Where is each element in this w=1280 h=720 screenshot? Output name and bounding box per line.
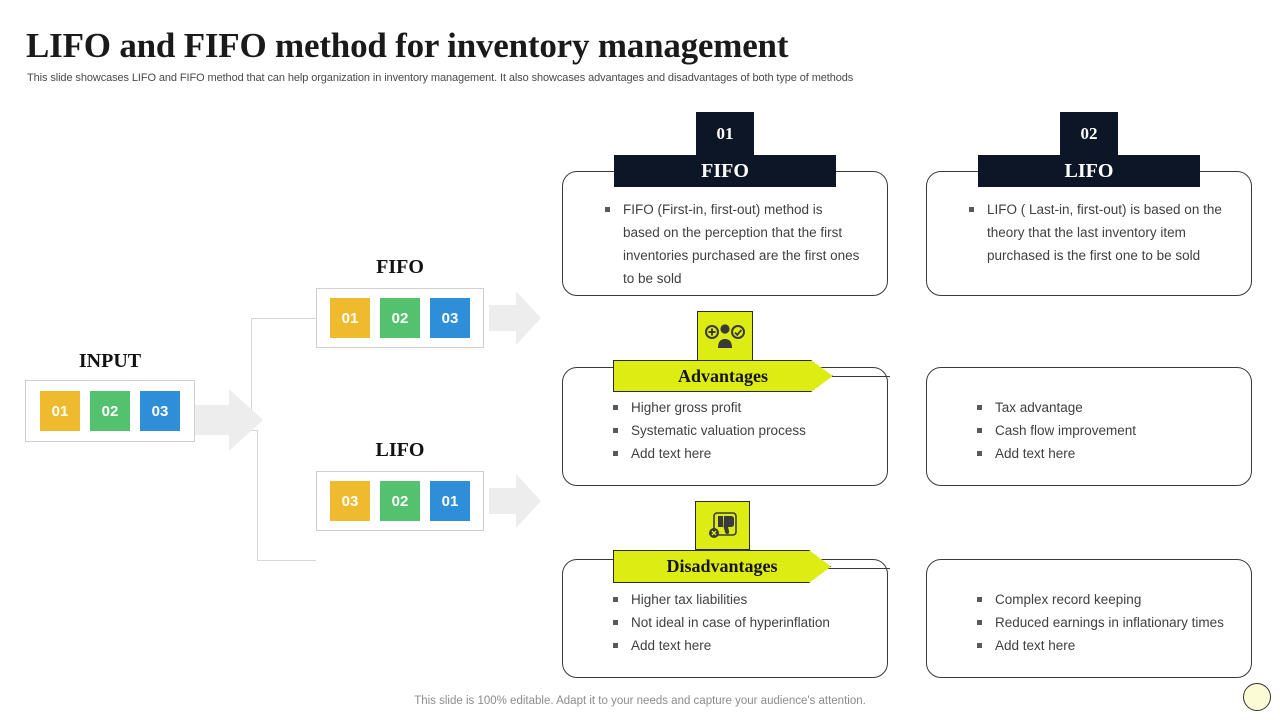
tile-fifo-2: 03 [430, 298, 470, 338]
thumbs-down-icon [708, 511, 737, 538]
fifo-definition-text: FIFO (First-in, first-out) method is bas… [603, 198, 863, 290]
connector-input-fifo-top [251, 318, 316, 319]
list-item: Cash flow improvement [975, 419, 1233, 442]
advantages-banner: Advantages [613, 360, 833, 392]
disadvantages-lifo-card: Complex record keeping Reduced earnings … [926, 559, 1252, 678]
tile-input-1: 02 [90, 391, 130, 431]
lifo-tile-box: 03 02 01 [316, 471, 484, 531]
disadvantages-fifo-list: Higher tax liabilities Not ideal in case… [563, 560, 887, 657]
list-item: Not ideal in case of hyperinflation [611, 611, 869, 634]
connector-input-lifo-bottom [257, 560, 316, 561]
person-plus-check-icon [705, 324, 745, 348]
list-item: Add text here [975, 634, 1233, 657]
input-tile-box: 01 02 03 [25, 380, 195, 442]
tile-input-2: 03 [140, 391, 180, 431]
lifo-name-bar: LIFO [978, 155, 1200, 187]
input-label: INPUT [78, 350, 142, 372]
input-output-arrow-icon [193, 389, 263, 451]
connector-input-fifo-vertical [251, 318, 252, 411]
advantages-lifo-list: Tax advantage Cash flow improvement Add … [927, 368, 1251, 465]
lifo-definition-text: LIFO ( Last-in, first-out) is based on t… [967, 198, 1227, 267]
fifo-output-arrow-icon [489, 291, 541, 345]
tile-lifo-1: 02 [380, 481, 420, 521]
list-item: Tax advantage [975, 396, 1233, 419]
fifo-definition-body: FIFO (First-in, first-out) method is bas… [563, 172, 887, 308]
lifo-definition-body: LIFO ( Last-in, first-out) is based on t… [927, 172, 1251, 285]
advantages-icon-tile [697, 311, 753, 361]
footer-note: This slide is 100% editable. Adapt it to… [414, 695, 866, 707]
disadvantages-banner-stub [822, 568, 890, 569]
tile-fifo-1: 02 [380, 298, 420, 338]
lifo-number-badge: 02 [1060, 112, 1118, 156]
corner-decoration-circle [1243, 683, 1271, 711]
tile-lifo-2: 01 [430, 481, 470, 521]
fifo-name-bar: FIFO [614, 155, 836, 187]
list-item: Higher tax liabilities [611, 588, 869, 611]
page-subtitle: This slide showcases LIFO and FIFO metho… [27, 72, 854, 84]
list-item: Systematic valuation process [611, 419, 869, 442]
disadvantages-lifo-list: Complex record keeping Reduced earnings … [927, 560, 1251, 657]
list-item: Add text here [611, 442, 869, 465]
lifo-output-arrow-icon [489, 474, 541, 528]
inventory-flow-diagram: INPUT 01 02 03 FIFO 01 02 03 LIFO 03 02 … [0, 240, 560, 561]
tile-fifo-0: 01 [330, 298, 370, 338]
page-title: LIFO and FIFO method for inventory manag… [26, 26, 789, 65]
advantages-lifo-card: Tax advantage Cash flow improvement Add … [926, 367, 1252, 486]
list-item: Add text here [611, 634, 869, 657]
list-item: Add text here [975, 442, 1233, 465]
list-item: Reduced earnings in inflationary times [975, 611, 1233, 634]
lifo-flow-label: LIFO [375, 439, 425, 461]
tile-input-0: 01 [40, 391, 80, 431]
list-item: Higher gross profit [611, 396, 869, 419]
fifo-tile-box: 01 02 03 [316, 288, 484, 348]
lifo-definition-card: LIFO ( Last-in, first-out) is based on t… [926, 171, 1252, 296]
fifo-definition-card: FIFO (First-in, first-out) method is bas… [562, 171, 888, 296]
connector-input-lifo-vertical [257, 430, 258, 561]
disadvantages-banner: Disadvantages [613, 550, 831, 583]
fifo-flow-label: FIFO [376, 256, 424, 278]
tile-lifo-0: 03 [330, 481, 370, 521]
advantages-banner-stub [826, 376, 890, 377]
fifo-number-badge: 01 [696, 112, 754, 156]
list-item: Complex record keeping [975, 588, 1233, 611]
disadvantages-icon-tile [695, 501, 750, 550]
advantages-fifo-list: Higher gross profit Systematic valuation… [563, 368, 887, 465]
